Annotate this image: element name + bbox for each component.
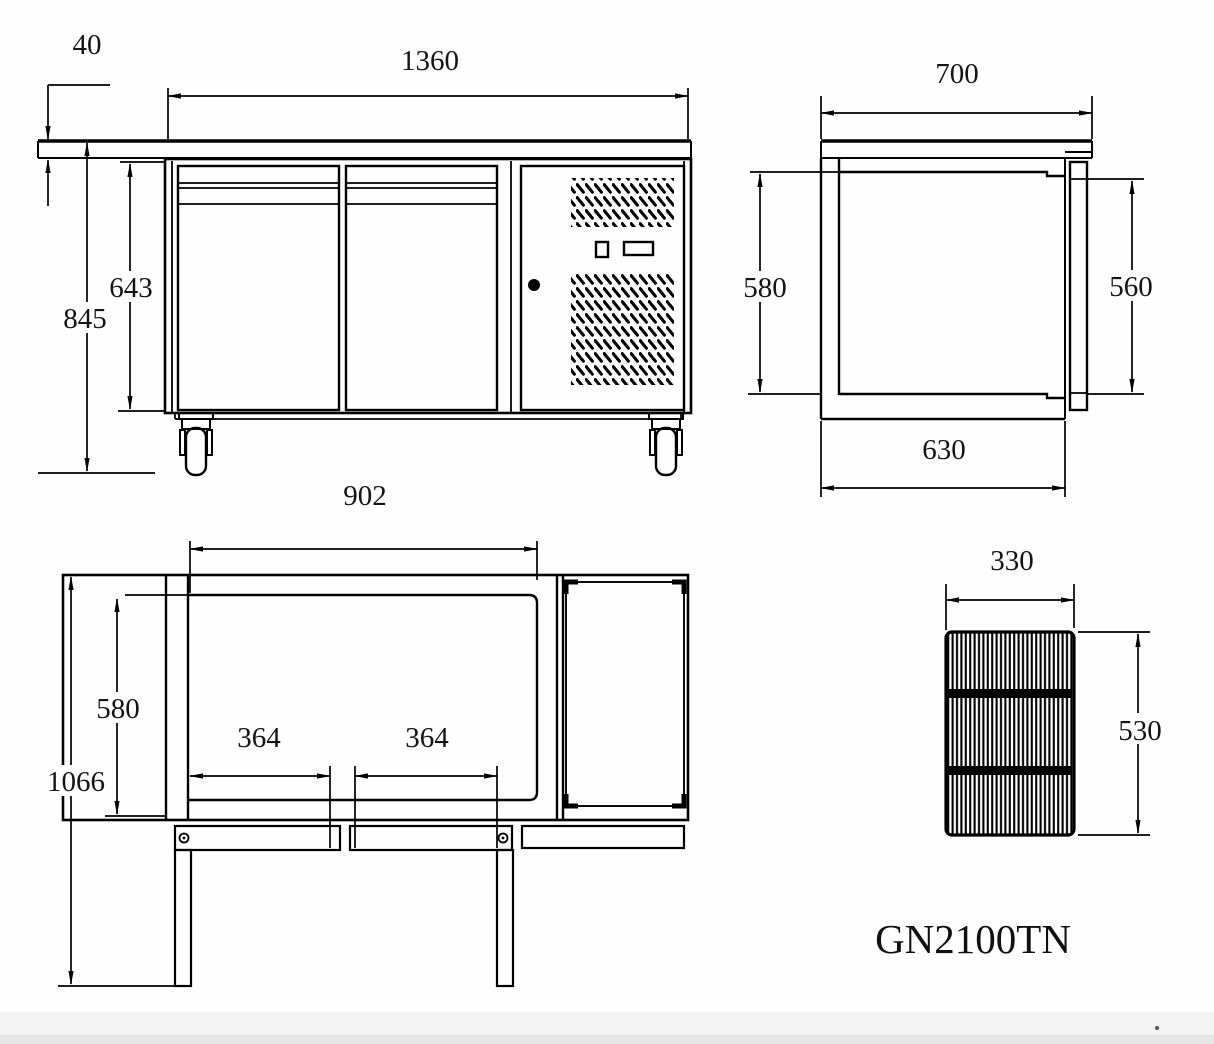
plan-compressor-bay	[565, 581, 685, 807]
plan-door-right-closed	[348, 824, 514, 852]
dim-inner-height-extensions	[748, 171, 839, 395]
side-view	[819, 139, 1093, 421]
model-code-label: GN2100TN	[875, 916, 1071, 962]
front-door-left-handle-groove	[178, 182, 339, 205]
side-door	[1068, 160, 1089, 412]
dim-door-left-label: 364	[237, 722, 281, 754]
plan-dimensions	[58, 541, 538, 987]
plan-left-wall	[164, 575, 190, 820]
door-lock-icon	[528, 279, 540, 291]
plan-hinge-right-pin	[501, 836, 505, 840]
front-view	[37, 139, 693, 477]
dim-door-height-extensions	[1088, 178, 1144, 395]
side-worktop-body	[820, 141, 1093, 159]
plan-hinge-right-icon	[497, 832, 509, 844]
artifact-dot	[1155, 1026, 1159, 1030]
vent-grille-upper	[571, 178, 674, 227]
dim-door-opening-extensions	[329, 766, 498, 848]
dim-body-height-extensions	[118, 161, 165, 412]
front-door-left	[176, 164, 341, 412]
caster-right	[648, 412, 684, 477]
dim-shelf-depth-label: 530	[1118, 715, 1162, 747]
plan-compressor-plinth	[520, 824, 686, 850]
plan-divider-wall	[555, 575, 565, 820]
plan-door-left-closed	[173, 824, 342, 852]
side-dimension-labels: 700 580 560 630	[736, 58, 1160, 466]
dim-front-width-label: 1360	[401, 45, 459, 77]
dim-base-depth-label: 630	[922, 434, 966, 466]
dim-worktop-thickness-label: 40	[73, 29, 102, 61]
plan-view	[61, 573, 690, 988]
dim-shelf-width-extensions	[945, 584, 1075, 630]
label-mask	[56, 302, 114, 333]
plan-hinge-left-pin	[182, 836, 186, 840]
shelf-dimension-labels: 330 530	[990, 545, 1172, 747]
page-bottom-edge	[0, 1035, 1214, 1044]
plan-outline	[61, 573, 690, 822]
label-mask	[102, 271, 160, 302]
dim-open-depth-label: 1066	[47, 766, 105, 798]
front-dimension-labels: 1360 40 845 643	[56, 29, 459, 335]
caster-left-wheel	[184, 426, 208, 477]
plan-dimension-labels: 902 580 1066 364 364	[39, 480, 449, 798]
dim-overall-height-label: 845	[63, 303, 107, 335]
side-body-top	[839, 170, 1065, 178]
label-mask	[39, 765, 113, 796]
dim-body-height-label: 643	[109, 272, 153, 304]
front-door-right	[344, 164, 499, 412]
side-door-hinge-lines	[1070, 178, 1087, 394]
front-cabinet-outline	[163, 157, 693, 415]
plan-compressor-corner-ticks	[563, 579, 687, 809]
caster-right-wheel	[654, 426, 678, 477]
dim-shelf-width-label: 330	[990, 545, 1034, 577]
front-door-right-handle-groove	[346, 182, 497, 205]
side-dimensions	[748, 96, 1144, 497]
dim-depth-extensions	[820, 96, 1093, 139]
dim-base-depth-extensions	[820, 421, 1066, 497]
plan-hinge-left-icon	[178, 832, 190, 844]
plan-interior-liner	[188, 593, 539, 802]
label-mask	[1102, 270, 1160, 301]
shelf-dimensions	[945, 584, 1150, 836]
vent-grille-lower	[571, 272, 674, 385]
label-mask	[1108, 713, 1172, 744]
shelf-view	[944, 630, 1076, 837]
dim-door-right-label: 364	[405, 722, 449, 754]
dim-inner-height-label: 580	[743, 272, 787, 304]
shelf-grid	[944, 630, 1076, 837]
side-back-wall	[819, 158, 841, 419]
shelf-crossbar-2	[948, 766, 1072, 775]
front-compressor-section	[510, 161, 686, 413]
side-body-bottom	[839, 392, 1065, 400]
label-mask	[89, 692, 147, 723]
power-switch	[594, 240, 610, 259]
dim-shelf-depth-extensions	[1078, 631, 1150, 836]
front-worktop-body	[37, 141, 692, 159]
thermostat-display	[622, 240, 655, 257]
front-compressor-panel	[519, 164, 686, 412]
front-dimensions	[38, 84, 689, 474]
caster-left	[178, 412, 214, 477]
shelf-crossbar-1	[948, 689, 1072, 698]
dim-inner-depth-label: 580	[96, 693, 140, 725]
plan-door-right-open	[495, 848, 515, 988]
dim-depth-label: 700	[935, 58, 979, 90]
dim-inner-width-label: 902	[343, 480, 387, 512]
dim-door-height-label: 560	[1109, 271, 1153, 303]
plan-door-left-open	[173, 848, 193, 988]
label-mask	[736, 271, 794, 302]
